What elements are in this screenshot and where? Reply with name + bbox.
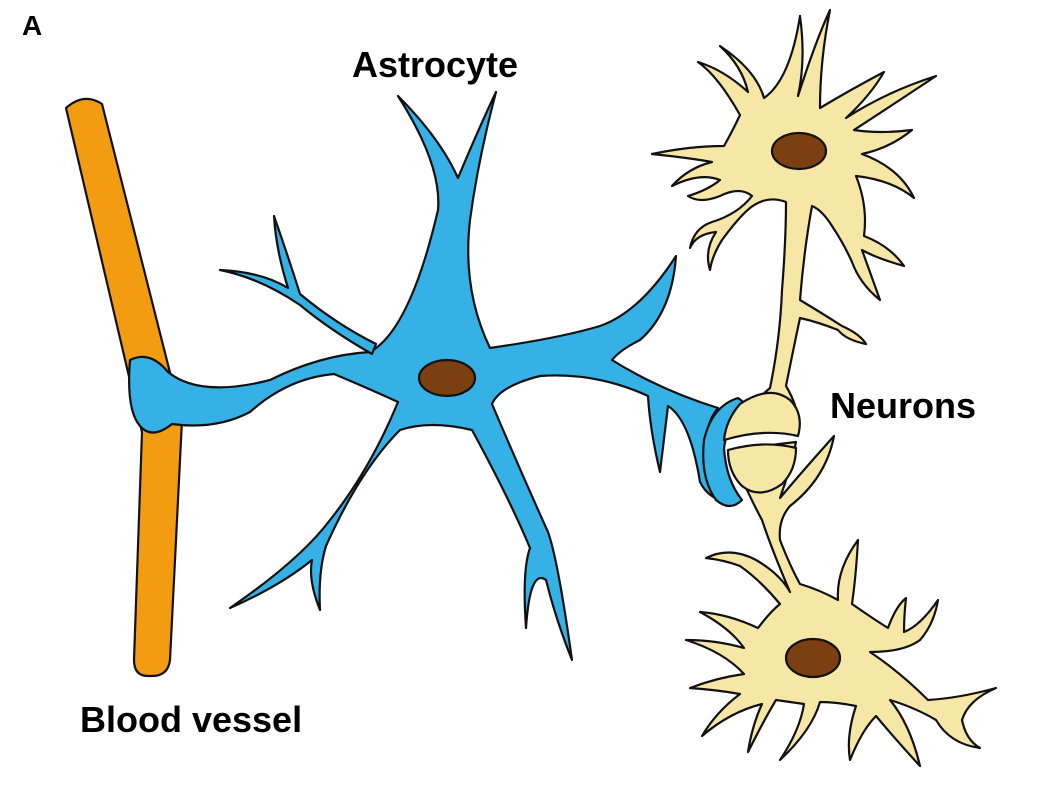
neuron-upper (652, 10, 936, 436)
blood-vessel-label: Blood vessel (80, 702, 302, 738)
astrocyte-process-upper-left (220, 216, 376, 354)
astrocyte-nucleus (419, 360, 475, 396)
neuron-lower-nucleus (786, 639, 840, 677)
neurons-label: Neurons (830, 388, 976, 424)
synapse (703, 393, 800, 506)
postsynaptic-terminal (728, 444, 796, 492)
panel-letter: A (22, 12, 42, 40)
neuron-upper-nucleus (772, 133, 826, 169)
neuron-upper-body (652, 10, 936, 436)
astrocyte-label: Astrocyte (352, 47, 518, 83)
astrocyte (129, 92, 742, 660)
